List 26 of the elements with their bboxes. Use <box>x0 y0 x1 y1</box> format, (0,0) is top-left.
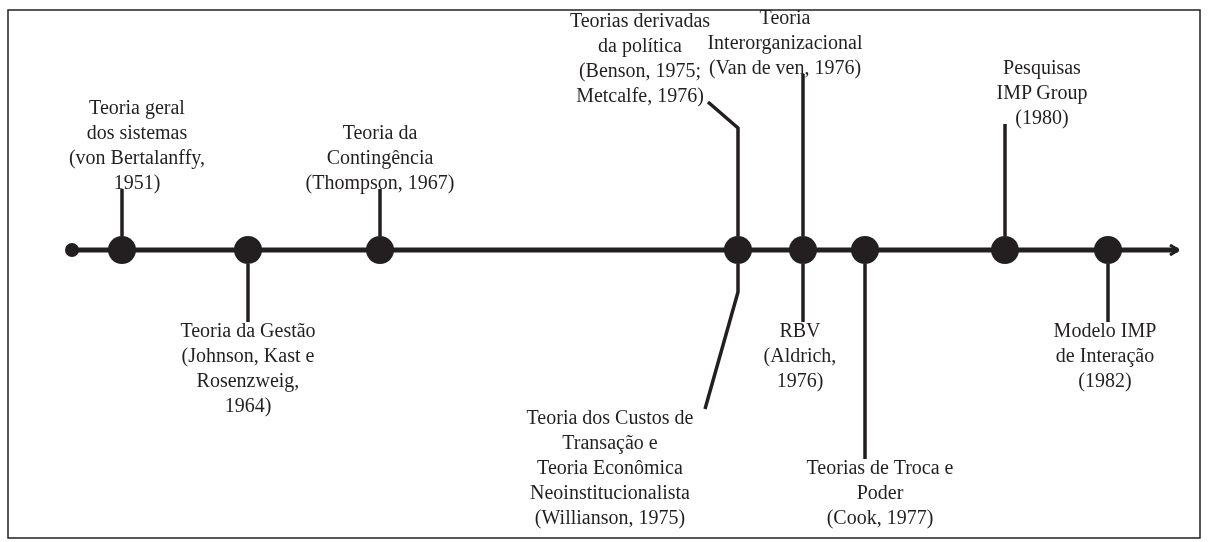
leader-line <box>1003 124 1007 236</box>
leader-line <box>120 189 124 236</box>
leader-line <box>378 189 382 236</box>
leader-line <box>1106 264 1110 322</box>
timeline-label: Teorias de Troca e Poder (Cook, 1977) <box>806 455 954 530</box>
timeline-dot <box>234 236 262 264</box>
timeline-label: Pesquisas IMP Group (1980) <box>996 55 1088 130</box>
timeline-label: Teoria da Gestão (Johnson, Kast e Rosenzweig, 1964) <box>180 318 316 418</box>
leader-line <box>863 264 867 459</box>
leader-line <box>801 264 805 322</box>
timeline-label: Teoria geral dos sistemas (von Bertalanffy, 1951) <box>68 95 206 195</box>
leader-line <box>703 264 740 410</box>
leader-line <box>246 264 250 322</box>
timeline-label: Teoria da Contingência (Thompson, 1967) <box>305 120 455 195</box>
timeline-dot <box>724 236 752 264</box>
timeline-dot <box>1094 236 1122 264</box>
leader-line <box>801 74 805 236</box>
timeline-dot <box>991 236 1019 264</box>
timeline-dot <box>366 236 394 264</box>
timeline-dot <box>108 236 136 264</box>
timeline-label: Modelo IMP de Interação (1982) <box>1053 318 1157 393</box>
leader-line <box>706 100 740 236</box>
timeline-dot <box>789 236 817 264</box>
timeline-dot <box>851 236 879 264</box>
timeline-label: RBV (Aldrich, 1976) <box>763 318 837 393</box>
timeline-label: Teoria dos Custos de Transação e Teoria Econômica Neoinstitucionalista (Willianson, 1975) <box>526 405 694 530</box>
